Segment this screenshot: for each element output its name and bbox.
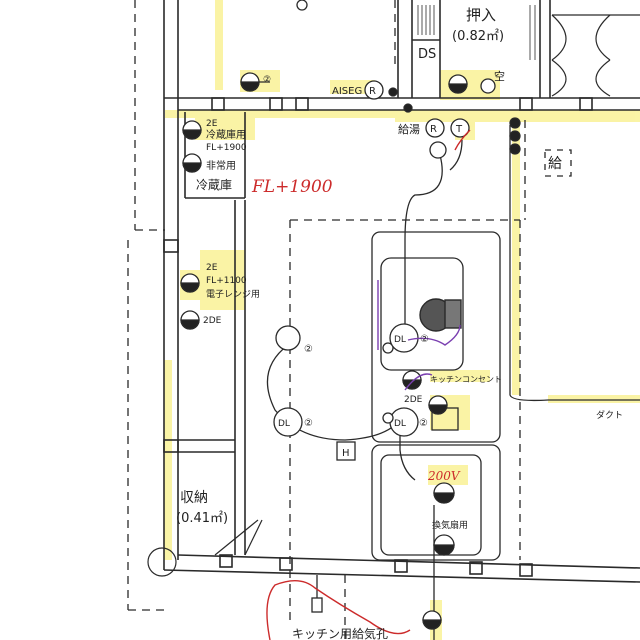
2de-label-2: 2DE (404, 395, 423, 405)
hijoyo-label: 非常用 (206, 159, 236, 172)
r-label-1: R (369, 86, 376, 97)
pen-annotations (266, 129, 471, 640)
fridge-2e-label: 2E (206, 119, 218, 129)
shuno-label: 収納 (180, 490, 208, 506)
text-labels: 押入 (0.82㎡) DS 空 AISEG R 給湯 R T 給 2E 冷蔵庫用… (176, 6, 623, 640)
duct-label: ダクト (596, 409, 623, 421)
kyuto-label: 給湯 (398, 122, 420, 136)
dl-label-3: DL (394, 419, 406, 429)
circuit-2-label-5: ② (263, 75, 271, 85)
ds-label: DS (418, 47, 436, 62)
fridge-use-label: 冷蔵庫用 (206, 128, 246, 141)
hand-fl1900-label: FL+1900 (251, 177, 333, 197)
fridge-fl-label: FL+1900 (206, 143, 247, 153)
circuit-2-label-1: ② (304, 344, 313, 355)
circuit-2-label-2: ② (304, 418, 313, 429)
bottom-text-label: キッチン用給気孔 (292, 626, 388, 640)
oshiire-area-label: (0.82㎡) (452, 29, 504, 44)
r-label-2: R (430, 124, 437, 135)
oshiire-label: 押入 (466, 6, 496, 24)
walls (163, 0, 640, 583)
h-label: H (342, 448, 350, 459)
circuit-2-label-4: ② (419, 418, 428, 429)
circuit-2-label-3: ② (420, 334, 429, 345)
denshi-range-label: 電子レンジ用 (206, 289, 260, 300)
closet-doors (551, 14, 640, 97)
kyu-room-label: 給 (548, 156, 562, 172)
reizoko-label: 冷蔵庫 (196, 178, 232, 192)
e2-fl-label: FL+1100 (206, 276, 247, 286)
wiring (250, 81, 640, 640)
shuno-area-label: (0.41㎡) (176, 511, 228, 526)
t-label: T (455, 124, 463, 135)
kitchen-counters (371, 231, 501, 561)
sink-fixture (419, 298, 462, 332)
closet-hatch (417, 5, 536, 60)
kitchen-outlet-label: キッチンコンセント (430, 375, 502, 384)
de2-label: 2DE (203, 316, 222, 326)
200v-label: 200V (427, 469, 461, 483)
kara-label: 空 (494, 69, 505, 83)
kankisen-label: 換気扇用 (432, 519, 468, 531)
storage-door (147, 519, 263, 577)
e2-label: 2E (206, 263, 218, 273)
dl-label-1: DL (394, 335, 406, 345)
dl-label-2: DL (278, 419, 290, 429)
aiseg-label: AISEG (332, 86, 362, 97)
